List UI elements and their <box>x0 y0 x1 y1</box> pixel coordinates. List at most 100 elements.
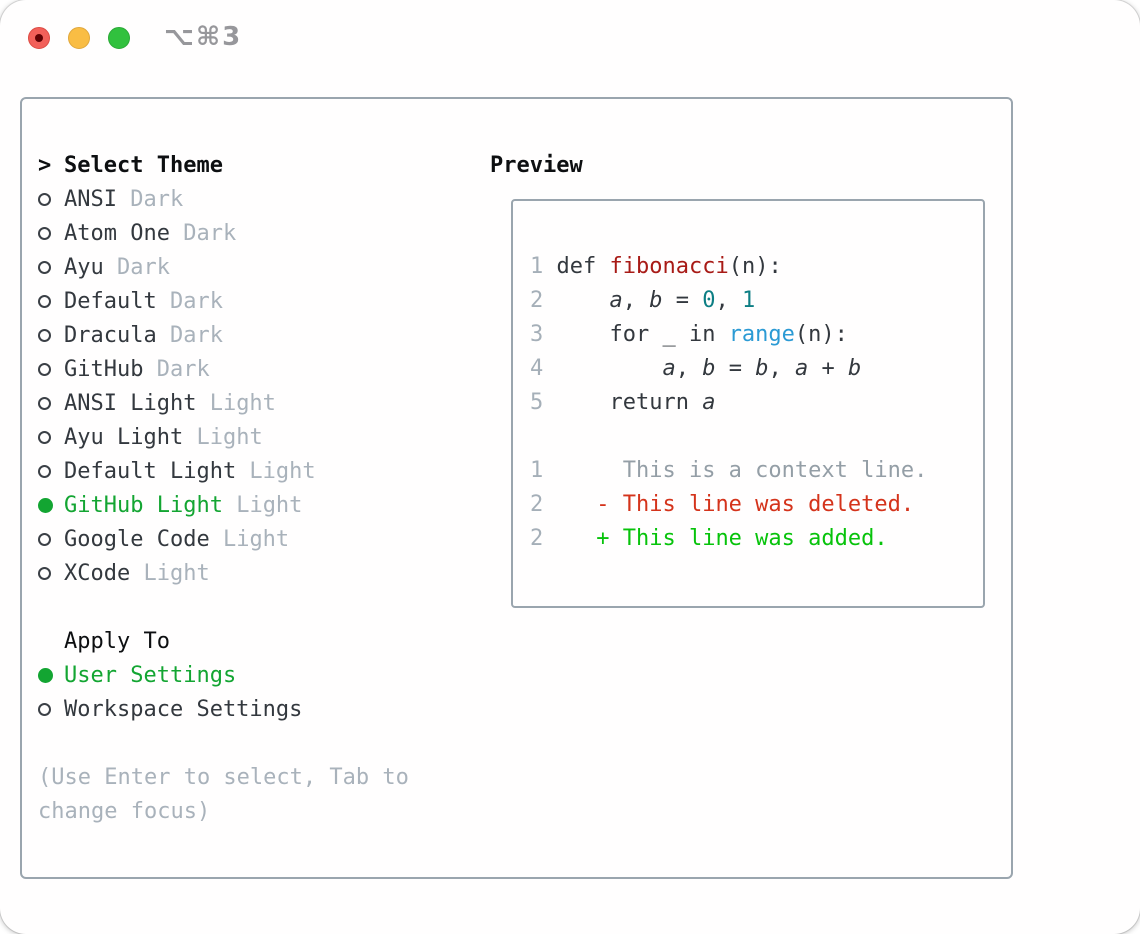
theme-option[interactable]: GitHub Light Light <box>38 488 468 522</box>
theme-option[interactable]: Ayu Light Light <box>38 420 468 454</box>
theme-option[interactable]: Default Dark <box>38 284 468 318</box>
option-label: GitHub <box>64 356 144 382</box>
theme-option[interactable]: ANSI Dark <box>38 182 468 216</box>
radio-icon <box>38 566 64 580</box>
selection-arrow-icon: > <box>38 152 52 178</box>
line-number: 2 <box>530 492 544 517</box>
code-line: 5 return a <box>530 386 927 420</box>
radio-circle <box>38 328 51 342</box>
option-label: Atom One <box>64 220 170 246</box>
option-label: Google Code <box>64 526 210 552</box>
radio-circle <box>38 362 51 376</box>
code-segment-plain: return <box>543 390 703 415</box>
spacer <box>38 726 468 760</box>
apply-option[interactable]: Workspace Settings <box>38 692 468 726</box>
code-line: 4 a, b = b, a + b <box>530 352 927 386</box>
theme-dialog <box>20 97 1013 879</box>
theme-variant-label: Dark <box>143 356 210 382</box>
option-label: ANSI <box>64 186 117 212</box>
apply-to-header: Apply To <box>38 624 468 658</box>
code-segment-variable: a <box>702 390 716 415</box>
code-segment-number: 1 <box>741 288 756 313</box>
hint-line: change focus) <box>38 798 211 824</box>
theme-variant-label: Light <box>222 492 303 518</box>
theme-variant-label: Light <box>183 424 263 450</box>
radio-selected-icon <box>38 667 64 683</box>
radio-icon <box>38 396 64 410</box>
option-label: Dracula <box>64 322 157 348</box>
theme-variant-label: Dark <box>103 254 170 280</box>
radio-icon <box>38 430 64 444</box>
theme-variant-label: Dark <box>169 220 237 246</box>
radio-circle <box>38 464 51 478</box>
apply-to-title: Apply To <box>64 628 170 654</box>
hint-line: (Use Enter to select, Tab to <box>38 764 409 790</box>
apply-option[interactable]: User Settings <box>38 658 468 692</box>
line-number: 1 <box>530 458 544 483</box>
radio-circle <box>38 294 51 308</box>
theme-option[interactable]: ANSI Light Light <box>38 386 468 420</box>
theme-option[interactable]: Default Light Light <box>38 454 468 488</box>
code-segment-plain <box>543 526 596 551</box>
code-segment-plain: , <box>768 356 795 381</box>
code-line: 1 def fibonacci(n): <box>530 250 927 284</box>
theme-option[interactable]: XCode Light <box>38 556 468 590</box>
radio-circle <box>38 192 51 206</box>
code-segment-variable: b <box>755 356 769 381</box>
code-line: 2 a, b = 0, 1 <box>530 284 927 318</box>
code-segment-plain: , <box>622 288 650 313</box>
radio-circle <box>38 430 51 444</box>
radio-circle <box>38 226 51 240</box>
option-label: GitHub Light <box>64 492 223 518</box>
theme-variant-label: Dark <box>156 288 223 314</box>
theme-option[interactable]: GitHub Dark <box>38 352 468 386</box>
theme-option[interactable]: Google Code Light <box>38 522 468 556</box>
radio-icon <box>38 328 64 342</box>
code-segment-context: This is a context line. <box>543 458 928 483</box>
theme-option[interactable]: Atom One Dark <box>38 216 468 250</box>
code-segment-plain <box>543 288 609 313</box>
code-segment-variable: a <box>662 356 676 381</box>
radio-icon <box>38 226 64 240</box>
preview-pane <box>511 199 985 608</box>
radio-icon <box>38 294 64 308</box>
code-segment-plain: = <box>715 356 756 381</box>
select-theme-title: Select Theme <box>64 152 223 178</box>
close-button[interactable] <box>28 27 50 49</box>
theme-variant-label: Dark <box>116 186 184 212</box>
line-number: 2 <box>530 526 544 551</box>
option-label: XCode <box>64 560 131 586</box>
code-segment-added: + This line was added. <box>596 526 888 551</box>
code-segment-variable: b <box>702 356 716 381</box>
code-segment-variable: b <box>847 356 862 381</box>
code-segment-plain: (n): <box>794 322 848 347</box>
line-number: 4 <box>530 356 544 381</box>
minimize-button[interactable] <box>68 27 90 49</box>
option-label: Ayu <box>64 254 104 280</box>
theme-variant-label: Light <box>209 526 290 552</box>
radio-icon <box>38 532 64 546</box>
theme-option[interactable]: Dracula Dark <box>38 318 468 352</box>
spacer <box>38 590 468 624</box>
code-segment-deleted: - This line was deleted. <box>596 492 915 517</box>
theme-option[interactable]: Ayu Dark <box>38 250 468 284</box>
radio-circle <box>38 667 53 683</box>
line-number: 1 <box>530 254 544 279</box>
zoom-button[interactable] <box>108 27 130 49</box>
line-number: 2 <box>530 288 544 313</box>
code-line: 3 for _ in range(n): <box>530 318 927 352</box>
radio-circle <box>38 497 53 513</box>
radio-selected-icon <box>38 497 64 513</box>
radio-icon <box>38 464 64 478</box>
radio-circle <box>38 702 51 716</box>
preview-title: Preview <box>490 152 583 178</box>
code-segment-plain: (n): <box>728 254 782 279</box>
code-segment-number: 0 <box>702 288 716 313</box>
theme-variant-label: Light <box>236 458 316 484</box>
code-segment-plain: def <box>543 254 610 279</box>
